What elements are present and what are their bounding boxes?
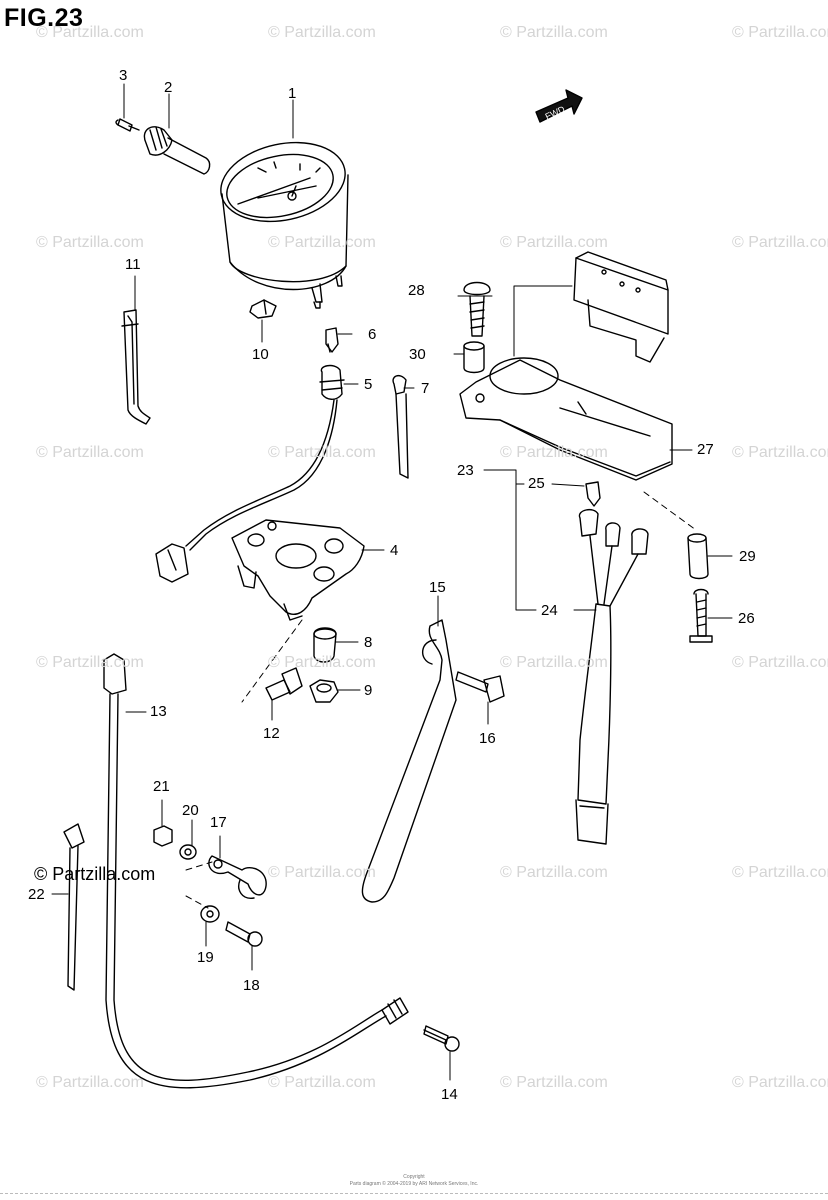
callout-25[interactable]: 25 [528,475,545,492]
callout-16[interactable]: 16 [479,730,496,747]
callout-2[interactable]: 2 [164,79,173,96]
grommet-8[interactable] [313,627,337,663]
watermark: © Partzilla.com [732,654,828,671]
callout-30[interactable]: 30 [409,346,426,363]
nut-9[interactable] [309,679,339,703]
assembly-guide-lines [185,491,697,909]
bulb-6[interactable] [325,327,339,353]
callout-12[interactable]: 12 [263,725,280,742]
watermark: © Partzilla.com [36,654,144,671]
copyright-line-2: Parts diagram © 2004-2019 by ARI Network… [349,1181,479,1187]
callout-20[interactable]: 20 [182,802,199,819]
watermark-prominent: © Partzilla.com [34,864,156,884]
callout-13[interactable]: 13 [150,703,167,720]
watermark: © Partzilla.com [500,654,608,671]
callout-4[interactable]: 4 [390,542,399,559]
callout-1[interactable]: 1 [288,85,297,102]
callout-7[interactable]: 7 [421,380,430,397]
watermark: © Partzilla.com [36,234,144,251]
bolt-12[interactable] [265,667,303,701]
callout-24[interactable]: 24 [541,602,558,619]
watermark: © Partzilla.com [268,1074,376,1091]
watermark: © Partzilla.com [36,444,144,461]
fwd-arrow-icon: FWD [535,89,583,123]
clamp-strap-11[interactable] [121,309,151,425]
callout-21[interactable]: 21 [153,778,170,795]
cushion-10[interactable] [249,299,277,319]
callout-18[interactable]: 18 [243,977,260,994]
washer-20[interactable] [179,844,197,860]
callout-5[interactable]: 5 [364,376,373,393]
screw-28[interactable] [463,281,491,337]
callout-11[interactable]: 11 [125,256,141,273]
callout-14[interactable]: 14 [441,1086,458,1103]
callout-28[interactable]: 28 [408,282,425,299]
cable-guide-17[interactable] [208,855,267,899]
bulb-25[interactable] [585,481,601,507]
callout-26[interactable]: 26 [738,610,755,627]
callout-9[interactable]: 9 [364,682,373,699]
nut-21[interactable] [153,825,173,847]
cable-nut[interactable] [143,126,211,175]
watermark: © Partzilla.com [268,864,376,881]
watermark: © Partzilla.com [268,24,376,41]
watermark: © Partzilla.com [500,1074,608,1091]
callout-19[interactable]: 19 [197,949,214,966]
lamp-socket-harness[interactable] [155,364,345,583]
spacer-30[interactable] [463,341,485,374]
callout-22[interactable]: 22 [28,886,45,903]
watermark: © Partzilla.com [268,654,376,671]
callout-3[interactable]: 3 [119,67,128,84]
washer-19[interactable] [200,905,220,923]
watermark: © Partzilla.com [36,24,144,41]
speedometer-gauge[interactable] [213,132,352,309]
speedometer-cable[interactable] [103,653,409,1089]
screw-14[interactable] [423,1025,460,1052]
socket-harness-24[interactable] [575,508,649,845]
spacer-29[interactable] [687,533,709,580]
watermark: © Partzilla.com [36,1074,144,1091]
callout-29[interactable]: 29 [739,548,756,565]
screw-26[interactable] [689,588,713,643]
callout-23[interactable]: 23 [457,462,474,479]
callout-15[interactable]: 15 [429,579,446,596]
watermark: © Partzilla.com [268,444,376,461]
watermark: © Partzilla.com [732,24,828,41]
callout-10[interactable]: 10 [252,346,269,363]
watermark: © Partzilla.com [500,444,608,461]
cable-guide-15[interactable] [361,619,457,903]
bolt-16[interactable] [455,671,505,703]
indicator-case[interactable] [459,251,673,481]
meter-bracket[interactable] [231,519,365,621]
watermark: © Partzilla.com [268,234,376,251]
watermark: © Partzilla.com [500,234,608,251]
watermark: © Partzilla.com [732,1074,828,1091]
callout-27[interactable]: 27 [697,441,714,458]
cable-tie-22[interactable] [63,823,85,991]
callout-6[interactable]: 6 [368,326,377,343]
screw-18[interactable] [225,921,263,947]
leader-lines [51,83,733,1081]
watermark: © Partzilla.com [732,444,828,461]
callout-8[interactable]: 8 [364,634,373,651]
figure-title: FIG.23 [4,4,84,32]
watermark: © Partzilla.com [732,864,828,881]
bottom-dashed-rule [0,1193,828,1194]
cable-tie-7[interactable] [392,374,409,479]
copyright-line-1: Copyright [403,1174,425,1180]
screw-3[interactable] [115,118,140,132]
watermark: © Partzilla.com [500,24,608,41]
callout-17[interactable]: 17 [210,814,227,831]
watermark: © Partzilla.com [732,234,828,251]
watermark: © Partzilla.com [500,864,608,881]
